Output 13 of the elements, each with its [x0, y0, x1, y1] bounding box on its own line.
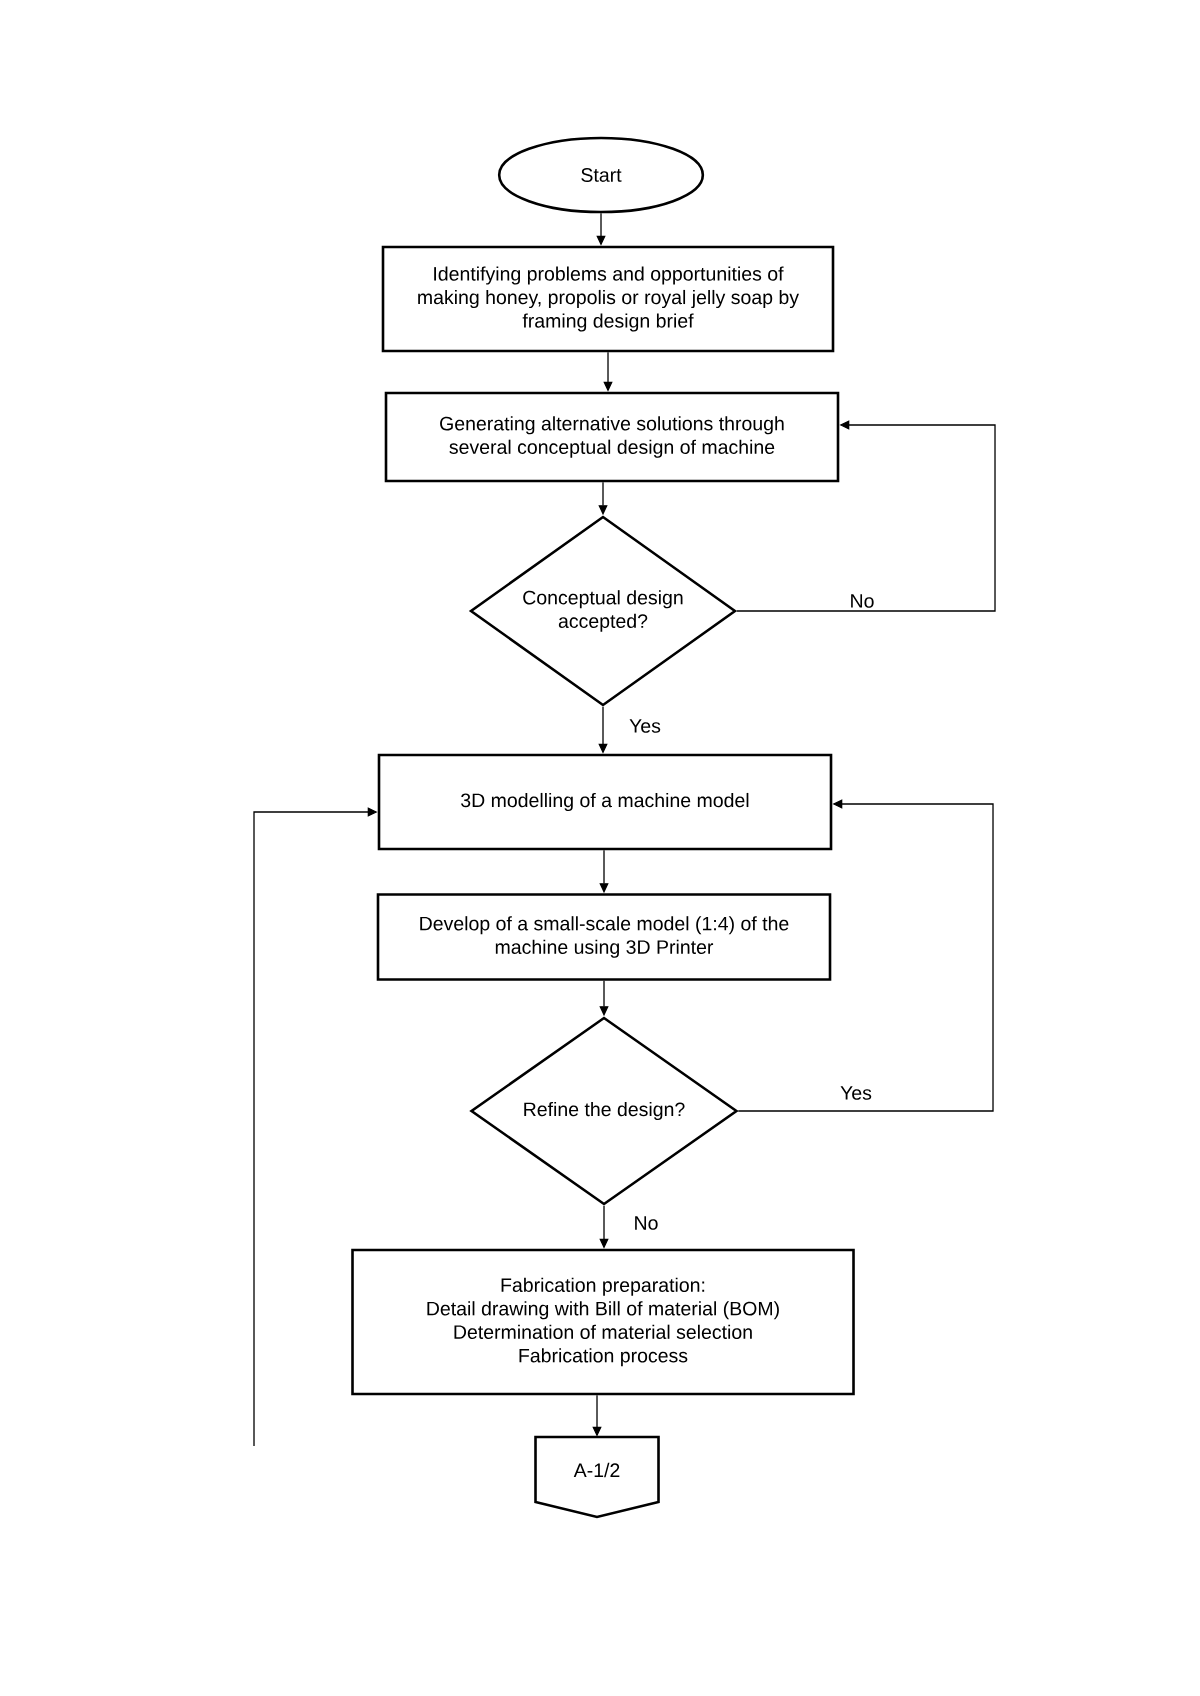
- terminal-oval: Start: [497, 136, 705, 214]
- process-box: Develop of a small-scale model (1:4) of the machine using 3D Printer: [376, 893, 832, 981]
- off-page-connector: A-1/2: [534, 1435, 660, 1519]
- edge-label: Yes: [628, 718, 662, 734]
- process-box: Fabrication preparation: Detail drawing with Bill of material (BOM) Determination of material selection Fabrication process: [351, 1248, 855, 1396]
- arrow: [737, 799, 994, 1112]
- process-box: 3D modelling of a machine model: [377, 753, 833, 851]
- edge-label: Yes: [839, 1085, 873, 1101]
- process-box: Generating alternative solutions through several conceptual design of machine: [384, 391, 840, 483]
- edge-label: No: [849, 593, 875, 609]
- edge-label: No: [633, 1215, 659, 1231]
- process-box: Identifying problems and opportunities of making honey, propolis or royal jelly soap by framing design brief: [381, 245, 835, 353]
- arrow: [736, 420, 996, 612]
